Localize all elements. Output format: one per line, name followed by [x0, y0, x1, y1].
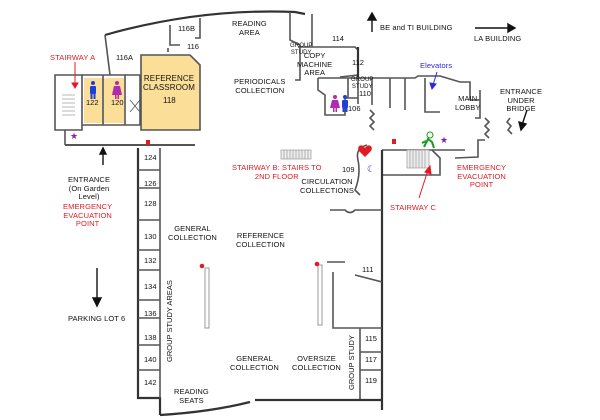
room-120: 120: [111, 98, 124, 107]
room-140: 140: [144, 355, 157, 364]
restroom-women-icon: [112, 81, 122, 99]
room-142: 142: [144, 378, 157, 387]
stairway-b-stairs: [280, 149, 312, 160]
room-116b: 116B: [178, 24, 195, 33]
room-130: 130: [144, 232, 157, 241]
room-116: 116: [187, 42, 199, 51]
accessibility-icon: ☾: [367, 165, 375, 175]
restroom-men-icon: [90, 81, 96, 99]
label-stairway-c: STAIRWAY C: [390, 203, 437, 212]
shelf-left: [204, 267, 210, 329]
heart-icon: [358, 145, 372, 157]
exterior-wall-top: [104, 10, 306, 37]
fire-extinguisher-marker: [392, 139, 396, 144]
room-138: 138: [144, 333, 157, 342]
room-136: 136: [144, 309, 157, 318]
room-112: 112: [352, 58, 364, 67]
room-128: 128: [144, 199, 157, 208]
shelf-right: [317, 264, 323, 326]
room-117: 117: [365, 355, 377, 364]
room-132: 132: [144, 256, 157, 265]
exterior-wall-bottom-curve: [159, 400, 251, 417]
room-134: 134: [144, 282, 157, 291]
room-111: 111: [362, 265, 374, 274]
label-elevators: Elevators: [420, 61, 453, 70]
fire-alarm-marker: [199, 263, 205, 269]
area-group-study-vertical: GROUP STUDY: [347, 335, 356, 390]
reference-classroom-room: [140, 54, 201, 131]
room-118: 118: [163, 96, 176, 105]
room-124: 124: [144, 153, 157, 162]
area-group-study-areas: GROUP STUDY AREAS: [165, 280, 174, 362]
restroom-122: [84, 78, 102, 123]
label-stairway-a: STAIRWAY A: [50, 53, 96, 62]
exterior-wall-left-column: [136, 148, 162, 415]
restroom-women-icon: [330, 95, 340, 112]
stairway-a-enclosure: [54, 74, 83, 131]
room-119: 119: [365, 376, 377, 385]
room-116a: 116A: [116, 53, 133, 62]
direction-parking-lot: PARKING LOT 6: [68, 314, 126, 323]
star-icon: ★: [70, 132, 78, 142]
arrow-elevators: [432, 71, 438, 86]
stairway-a-stairs: [62, 94, 75, 116]
direction-be-ti-building: BE and TI BUILDING: [380, 23, 453, 32]
fire-alarm-marker: [314, 261, 320, 267]
star-icon: ★: [440, 136, 448, 146]
room-114: 114: [332, 34, 344, 43]
room-106: 106: [348, 104, 361, 113]
room-110: 110: [359, 89, 371, 98]
room-122: 122: [86, 98, 99, 107]
arrow-stairway-c: [418, 169, 429, 199]
direction-la-building: LA BUILDING: [474, 34, 522, 43]
room-115: 115: [365, 334, 377, 343]
emergency-exit-icon: [421, 131, 435, 149]
room-126: 126: [144, 179, 157, 188]
stairway-c-stairs: [406, 149, 430, 169]
room-109: 109: [342, 165, 355, 174]
fire-extinguisher-marker: [146, 140, 150, 145]
restroom-men-icon: [342, 95, 348, 112]
